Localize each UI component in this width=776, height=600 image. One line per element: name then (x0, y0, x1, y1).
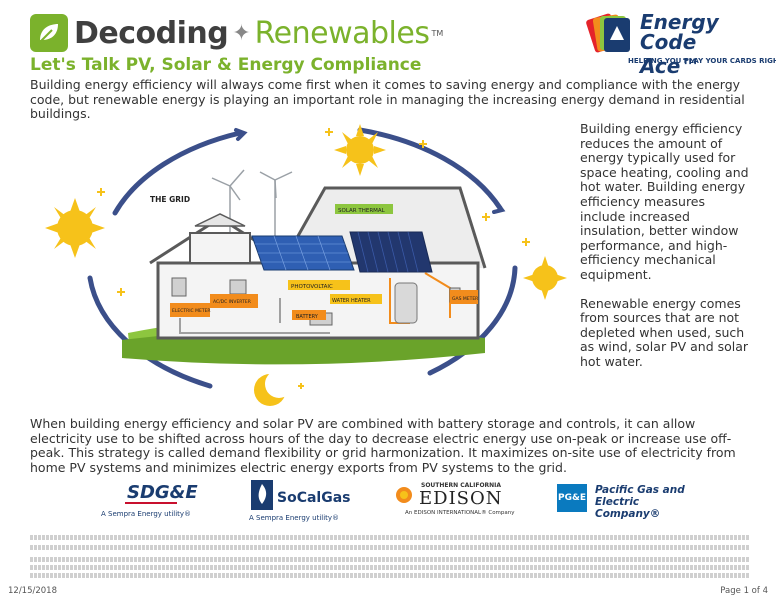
page-subtitle: Let's Talk PV, Solar & Energy Compliance (30, 55, 422, 75)
brand-renewables: Renewables (254, 15, 430, 51)
eca-tagline: HELPING YOU PLAY YOUR CARDS RIGHT (628, 57, 776, 65)
header: Decoding ✦ Renewables TM Let's Talk PV, … (0, 0, 776, 80)
pge-name: Pacific Gas and Electric Company® (595, 484, 685, 520)
fine-print-line (30, 545, 750, 550)
footer-date: 12/15/2018 (8, 586, 57, 596)
label-solar-thermal: SOLAR THERMAL (338, 208, 386, 214)
flame-icon (251, 480, 273, 510)
house-energy-illustration: THE GRID SOLAR THERMAL PHOTOVOLTAIC AC/D… (30, 118, 575, 418)
label-photovoltaic: PHOTOVOLTAIC (291, 284, 333, 290)
sparkle-icon: ✦ (232, 20, 251, 46)
brand-decoding: Decoding (74, 15, 229, 51)
intro-paragraph: Building energy efficiency will always c… (30, 77, 745, 121)
efficiency-paragraph: Building energy efficiency reduces the a… (580, 121, 749, 282)
pge-logo: PG&E Pacific Gas and Electric Company® (555, 480, 705, 526)
label-electric-meter: ELECTRIC METER (172, 308, 211, 314)
fine-print-line (30, 565, 750, 570)
edison-subtitle: An EDISON INTERNATIONAL® Company (405, 510, 515, 516)
sun-icon (45, 198, 105, 258)
edison-logo: SOUTHERN CALIFORNIA EDISON An EDISON INT… (395, 480, 525, 526)
pge-mark: PG&E (557, 484, 587, 512)
house-icon (149, 186, 487, 340)
footer-page: Page 1 of 4 (720, 586, 768, 596)
sdge-name: SDG&E (127, 482, 198, 503)
sdge-logo: SDG&E A Sempra Energy utility® (95, 480, 225, 526)
label-inverter: AC/DC INVERTER (213, 299, 251, 305)
sdge-subtitle: A Sempra Energy utility® (101, 510, 192, 518)
energy-code-ace-logo: Energy Code Ace™ HELPING YOU PLAY YOUR C… (585, 10, 776, 78)
trademark: TM (431, 28, 444, 38)
demand-flexibility-paragraph: When building energy efficiency and sola… (30, 416, 736, 475)
right-column: Building energy efficiency reduces the a… (580, 121, 750, 370)
socalgas-subtitle: A Sempra Energy utility® (249, 514, 340, 522)
wind-turbine-icon (211, 169, 293, 248)
sun-icon (523, 256, 567, 300)
leaf-icon (30, 14, 68, 52)
label-water-heater: WATER HEATER (332, 298, 371, 304)
sun-icon (334, 124, 386, 176)
eca-line2: Code Ace™ (640, 30, 701, 78)
sparkle-icon (97, 128, 530, 296)
eca-line1: Energy (640, 10, 719, 34)
fine-print-line (30, 573, 750, 578)
renewable-paragraph: Renewable energy comes from sources that… (580, 295, 749, 369)
decoding-renewables-logo: Decoding ✦ Renewables TM (30, 14, 443, 52)
label-gas-meter: GAS METER (452, 296, 478, 302)
fine-print-line (30, 557, 750, 562)
moon-icon (254, 370, 293, 406)
socalgas-logo: SoCalGas A Sempra Energy utility® (245, 480, 365, 526)
label-battery: BATTERY (296, 314, 319, 320)
edison-top: SOUTHERN CALIFORNIA (421, 482, 502, 489)
label-the-grid: THE GRID (150, 195, 190, 204)
socalgas-name: SoCalGas (277, 490, 351, 506)
fine-print-line (30, 535, 750, 540)
cards-icon (585, 12, 630, 58)
sun-icon (396, 487, 412, 503)
edison-name: EDISON (419, 488, 503, 509)
